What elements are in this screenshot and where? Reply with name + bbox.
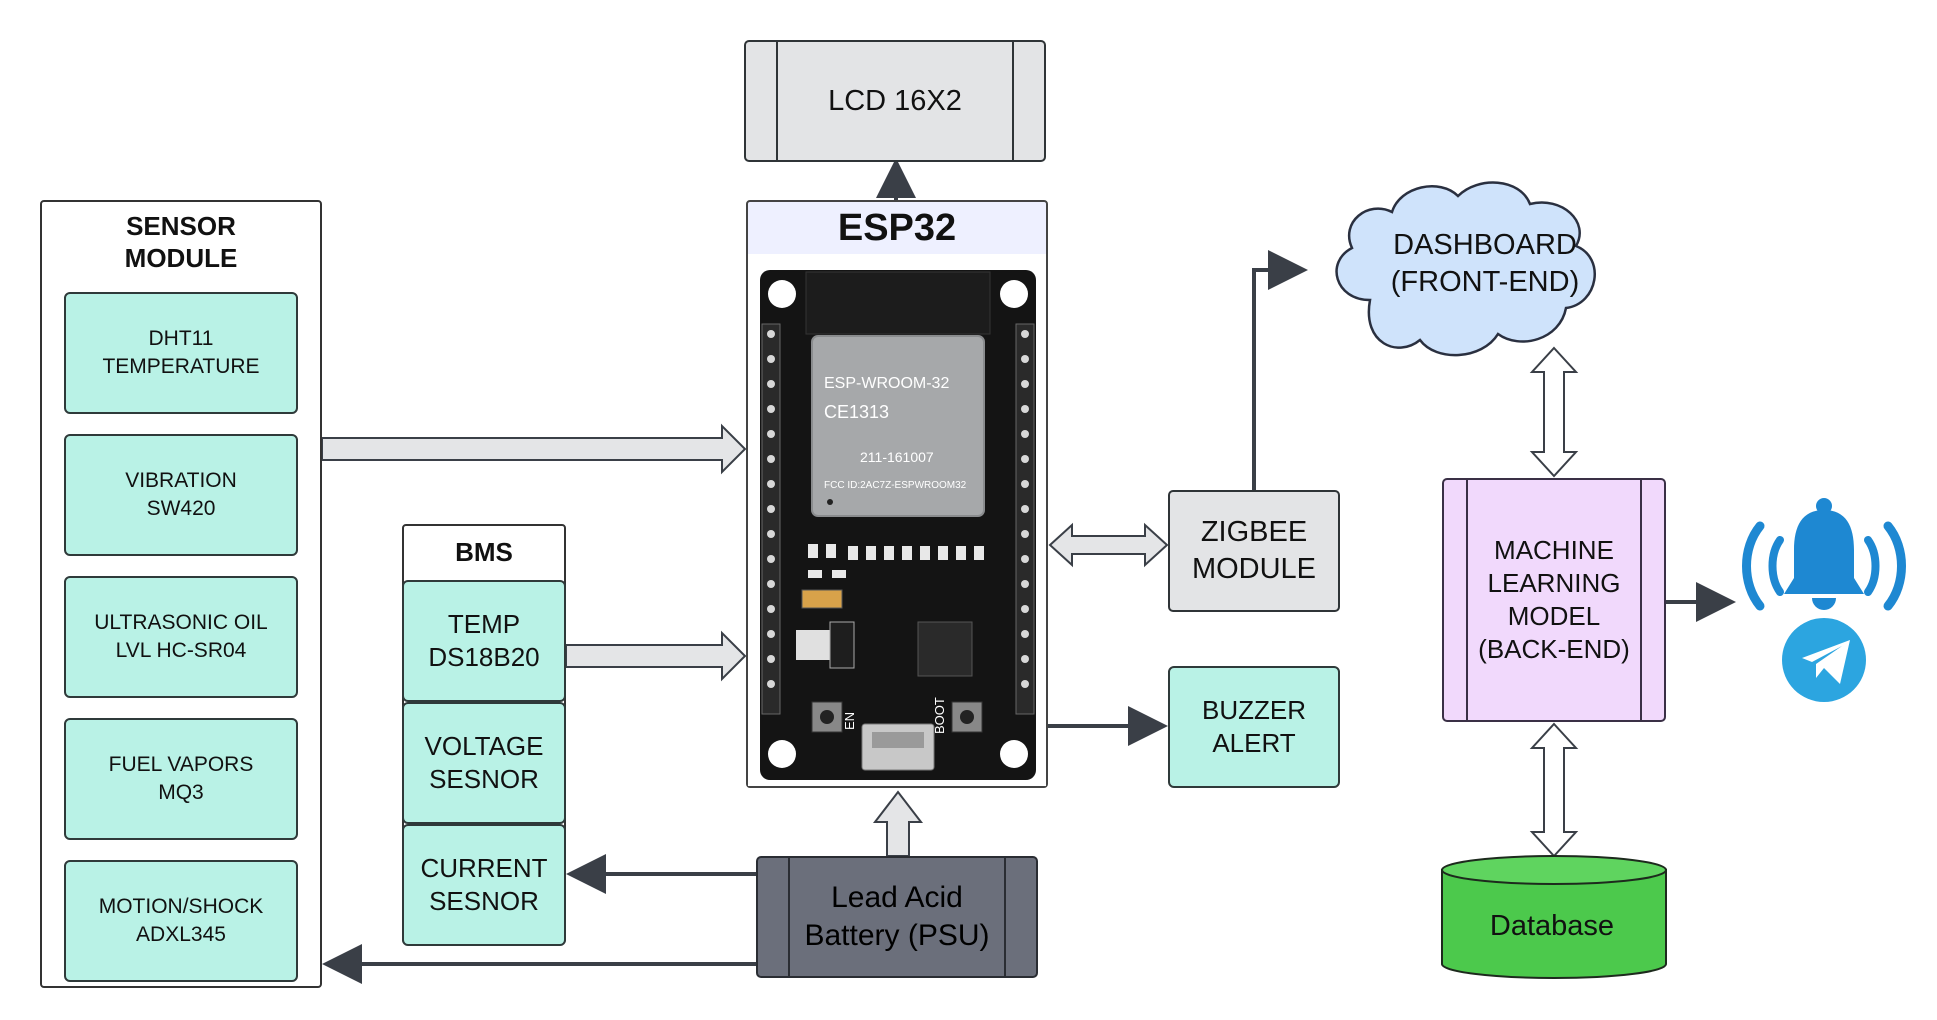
bms-voltage-box: VOLTAGE SESNOR [402,702,566,824]
sensor-ultrasonic-box: ULTRASONIC OIL LVL HC-SR04 [64,576,298,698]
esp32-title: ESP32 [837,206,957,249]
bms-title: BMS [455,537,513,567]
battery-label: Lead Acid Battery (PSU) [804,881,990,952]
wroom-label: ESP-WROOM-32 [824,375,949,392]
bell-icon [1742,498,1906,611]
esp-zigbee-double-arrow [1048,522,1169,568]
svg-text:EN: EN [842,712,857,730]
sensor-to-esp-arrow [321,423,747,475]
svg-text:211-161007: 211-161007 [860,449,934,465]
wroom-shield [811,335,985,517]
svg-text:BOOT: BOOT [932,697,947,734]
sensor-vibration-box: VIBRATION SW420 [64,434,298,556]
bms-to-esp-arrow [565,630,747,682]
usb-chip [917,621,973,677]
sensor-dht11-box: DHT11 TEMPERATURE [64,292,298,414]
esp32-panel: ESP32 ESP-WROOM-32 CE1313 211-161007 FCC… [746,200,1048,788]
ml-model-box: MACHINE LEARNING MODEL (BACK-END) [1442,478,1666,722]
svg-text:CE1313: CE1313 [824,402,889,422]
zigbee-module-box: ZIGBEE MODULE [1168,490,1340,612]
notification-icons [1742,498,1906,702]
ml-left-divider [1466,480,1468,720]
dashboard-cloud-shape [1335,181,1596,357]
svg-text:FCC ID:2AC7Z-ESPWROOM32: FCC ID:2AC7Z-ESPWROOM32 [824,480,967,491]
telegram-icon [1782,618,1866,702]
bms-current-box: CURRENT SESNOR [402,824,566,946]
ml-right-divider [1640,480,1642,720]
database-cylinder [1441,855,1667,979]
battery-psu-box: Lead Acid Battery (PSU) [756,856,1038,978]
battery-right-divider [1004,858,1006,976]
sensor-module-title: SENSOR MODULE [124,211,238,273]
bms-temp-box: TEMP DS18B20 [402,580,566,702]
buzzer-alert-box: BUZZER ALERT [1168,666,1340,788]
ml-database-double-arrow [1529,722,1579,858]
dashboard-label: DASHBOARD (FRONT-END) [1390,229,1580,298]
zigbee-to-dashboard-arrow [1252,250,1308,490]
lcd-left-divider [776,42,778,160]
battery-to-esp-arrow [872,790,924,857]
lcd-right-divider [1012,42,1014,160]
sensor-fuel-vapors-box: FUEL VAPORS MQ3 [64,718,298,840]
lcd-label: LCD 16X2 [828,84,962,117]
lcd-box: LCD 16X2 [744,40,1046,162]
ml-model-label: MACHINE LEARNING MODEL (BACK-END) [1478,535,1630,664]
battery-left-divider [788,858,790,976]
esp32-board-image: ESP-WROOM-32 CE1313 211-161007 FCC ID:2A… [748,254,1046,786]
sensor-motion-box: MOTION/SHOCK ADXL345 [64,860,298,982]
database-label: Database [1489,909,1615,942]
dashboard-ml-double-arrow [1529,346,1579,478]
